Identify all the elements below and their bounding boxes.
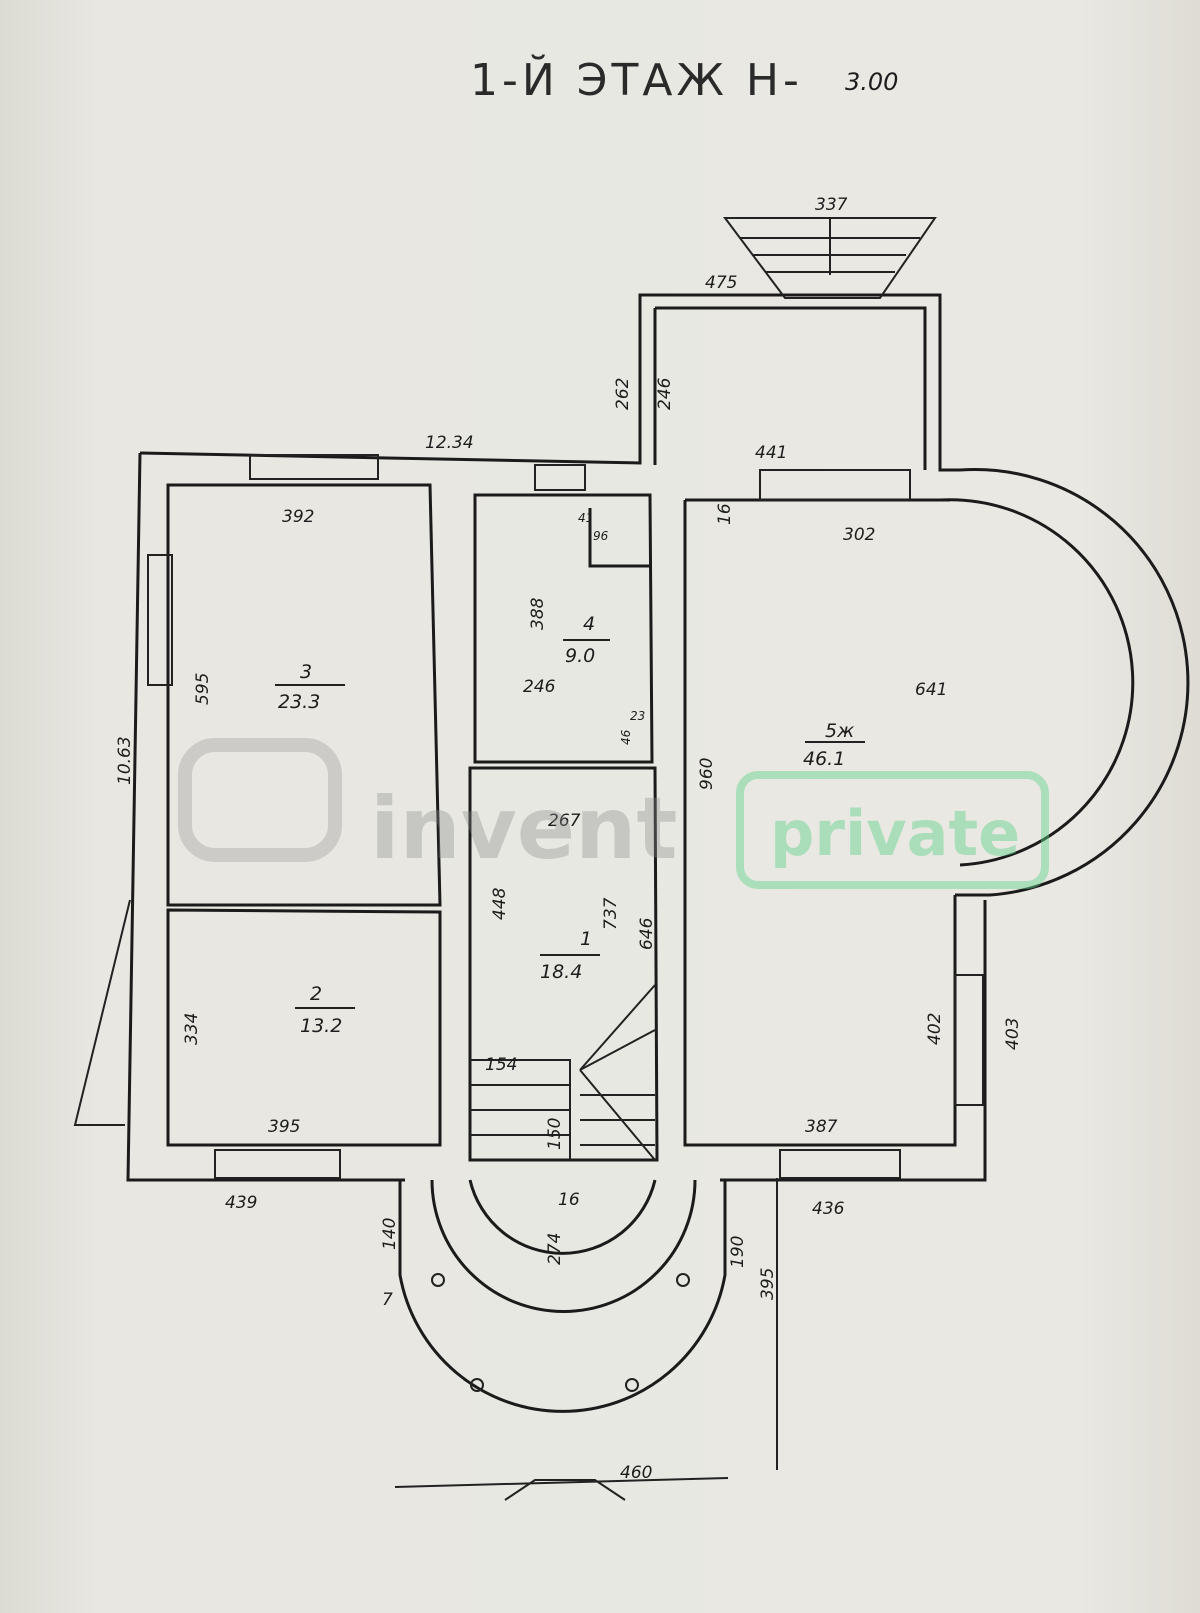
dim: 337 xyxy=(815,195,848,215)
dim: 737 xyxy=(601,897,621,930)
dim: 395 xyxy=(758,1268,778,1300)
dim: 439 xyxy=(225,1193,257,1213)
dim: 475 xyxy=(705,273,737,293)
room-labels: 3 23.3 4 9.0 5ж 46.1 1 18.4 2 13.2 xyxy=(275,613,865,1037)
room-5-number: 5ж xyxy=(825,720,854,742)
dim: 595 xyxy=(193,673,213,705)
dim: 154 xyxy=(485,1055,517,1075)
watermark: invent private xyxy=(178,738,1049,889)
room-1-number: 1 xyxy=(580,928,592,950)
dim: 646 xyxy=(637,917,657,950)
room-2-number: 2 xyxy=(310,983,322,1005)
dim: 436 xyxy=(812,1199,845,1219)
room-5-area: 46.1 xyxy=(803,748,845,770)
dim: 388 xyxy=(528,597,548,630)
room-4-area: 9.0 xyxy=(565,645,595,667)
room-3-area: 23.3 xyxy=(278,691,320,713)
dim: 267 xyxy=(548,811,581,831)
dim: 16 xyxy=(558,1190,580,1210)
dim: 10.63 xyxy=(115,736,135,785)
room-1-area: 18.4 xyxy=(540,961,582,983)
dimension-labels: 337 475 262 246 12.34 441 16 302 392 595… xyxy=(115,195,1023,1483)
dim: 448 xyxy=(490,887,510,920)
left-stair xyxy=(73,899,131,1126)
interior-stair xyxy=(470,984,656,1161)
dim: 403 xyxy=(1003,1018,1023,1050)
dim: 12.34 xyxy=(425,433,474,453)
dim: 334 xyxy=(182,1013,202,1045)
top-steps xyxy=(723,217,937,299)
plan-title: 1-Й ЭТАЖ Н- xyxy=(470,53,803,106)
dim: 16 xyxy=(715,503,735,525)
dim: 246 xyxy=(655,377,675,410)
plan-level: 3.00 xyxy=(845,68,898,96)
dim: 274 xyxy=(545,1233,565,1265)
dim: 395 xyxy=(268,1117,300,1137)
dim: 7 xyxy=(382,1290,393,1310)
windows xyxy=(147,454,984,1179)
watermark-brand: invent xyxy=(370,779,677,879)
dim: 641 xyxy=(915,680,947,700)
dim: 402 xyxy=(925,1013,945,1045)
dim: 246 xyxy=(523,677,556,697)
dim: 387 xyxy=(805,1117,838,1137)
walls xyxy=(126,293,1190,1182)
dim: 46 xyxy=(619,729,633,745)
dim: 23 xyxy=(630,709,645,723)
room-3-number: 3 xyxy=(300,661,312,683)
dim: 150 xyxy=(545,1118,565,1150)
dim: 960 xyxy=(697,758,717,790)
room-2-area: 13.2 xyxy=(300,1015,342,1037)
dim: 41 xyxy=(578,511,593,525)
dim: 140 xyxy=(380,1218,400,1250)
dim: 190 xyxy=(728,1236,748,1268)
dim: 302 xyxy=(843,525,875,545)
dim: 262 xyxy=(613,378,633,410)
dim: 460 xyxy=(620,1463,652,1483)
dim: 441 xyxy=(755,443,787,463)
watermark-tag: private xyxy=(770,797,1020,870)
room-4-number: 4 xyxy=(583,613,595,635)
dim: 96 xyxy=(593,529,609,543)
dim: 392 xyxy=(282,507,314,527)
entrance-porch xyxy=(394,1178,778,1501)
